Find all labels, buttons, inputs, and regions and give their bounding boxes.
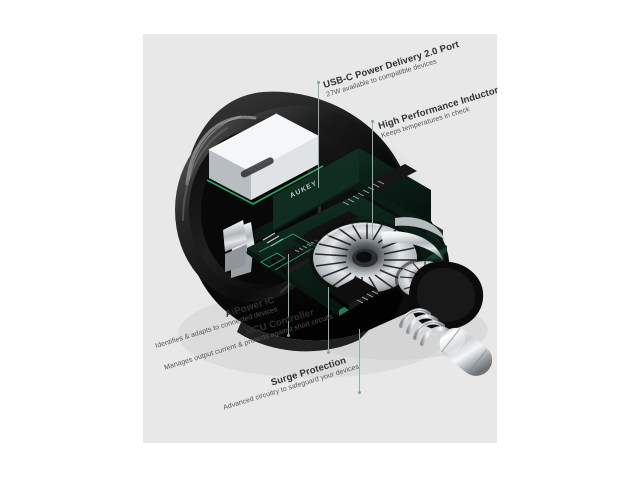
leader-dot-surge-protection [358, 391, 361, 394]
leader-dot-usb-c-port [317, 81, 320, 84]
leader-line-aipower-ic [288, 254, 289, 335]
leader-dot-mcu-controller [327, 351, 330, 354]
leader-dot-aipower-ic [287, 334, 290, 337]
leader-line-inductor [372, 123, 373, 239]
leader-dot-inductor [371, 120, 374, 123]
leader-line-mcu-controller [328, 287, 329, 352]
leader-line-surge-protection [359, 329, 360, 392]
leader-line-usb-c-port [318, 84, 319, 188]
product-illustration: AUKEY [143, 34, 497, 443]
